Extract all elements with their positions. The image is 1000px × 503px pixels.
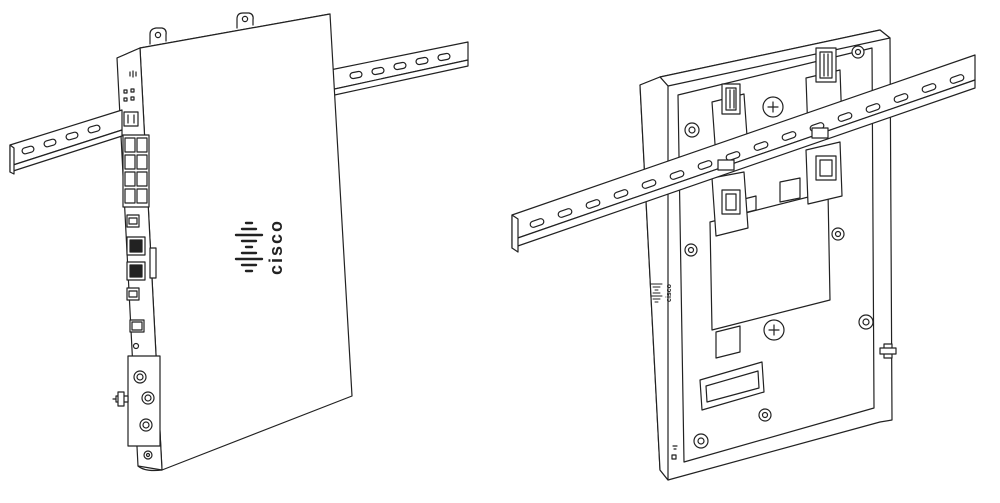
- panel-logo-mark: [129, 70, 137, 78]
- cisco-bars-icon: [234, 221, 264, 273]
- status-leds: [123, 88, 135, 102]
- din-rail-back: [329, 41, 469, 97]
- ground-mark: [671, 445, 678, 460]
- ethernet-port-block: [122, 134, 150, 208]
- rail-slots-front: [21, 124, 101, 155]
- mounting-tab-left: [149, 27, 167, 45]
- rear-view-figure: cisco: [511, 29, 976, 481]
- label-recess: [709, 191, 831, 331]
- antenna-connector: [112, 391, 129, 407]
- side-connector: [879, 343, 897, 359]
- din-clip-lower-right: [805, 141, 843, 205]
- reset-button: [132, 342, 140, 350]
- din-rail-front: [9, 109, 123, 175]
- cisco-bars-icon-small: [650, 283, 663, 303]
- sfp-ports: [126, 214, 146, 301]
- rail-slots-back: [349, 52, 451, 80]
- cisco-wordmark-front: cisco: [266, 219, 286, 275]
- front-panel: [112, 70, 161, 460]
- antenna-module: [127, 355, 161, 447]
- rail-slots-rear: [529, 74, 965, 228]
- cisco-logo-rear: cisco: [650, 283, 673, 303]
- screw-holes: [684, 45, 874, 449]
- cisco-logo-front: cisco: [234, 219, 286, 275]
- label-tab: [149, 247, 157, 279]
- front-view-figure: cisco: [9, 12, 469, 472]
- clip-hooks: [717, 127, 829, 171]
- din-clip-lower-left: [711, 171, 749, 237]
- cisco-wordmark-rear: cisco: [666, 284, 673, 302]
- mounting-tab-right: [236, 12, 254, 29]
- mounting-studs: [762, 96, 785, 341]
- power-connector: [123, 111, 139, 127]
- din-rail-rear: [511, 54, 976, 253]
